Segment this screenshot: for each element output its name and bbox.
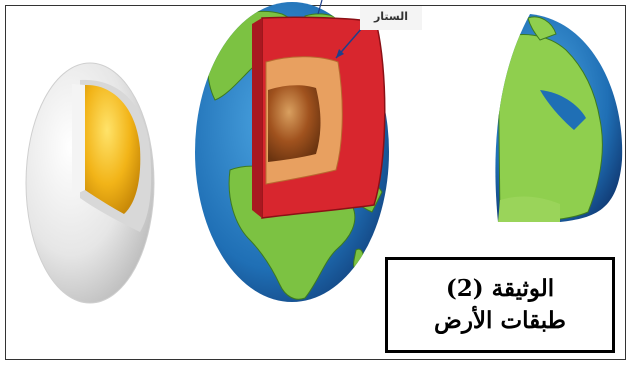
earth-cutaway-icon bbox=[195, 0, 389, 302]
document-title: الوثيقة (2) bbox=[446, 273, 554, 305]
document-subtitle: طبقات الأرض bbox=[434, 305, 566, 337]
earth-quarter-icon bbox=[495, 14, 622, 222]
egg-model-icon bbox=[26, 63, 154, 303]
mantle-callout-label: الستار bbox=[360, 6, 422, 30]
document-caption-box: الوثيقة (2) طبقات الأرض bbox=[385, 257, 615, 353]
